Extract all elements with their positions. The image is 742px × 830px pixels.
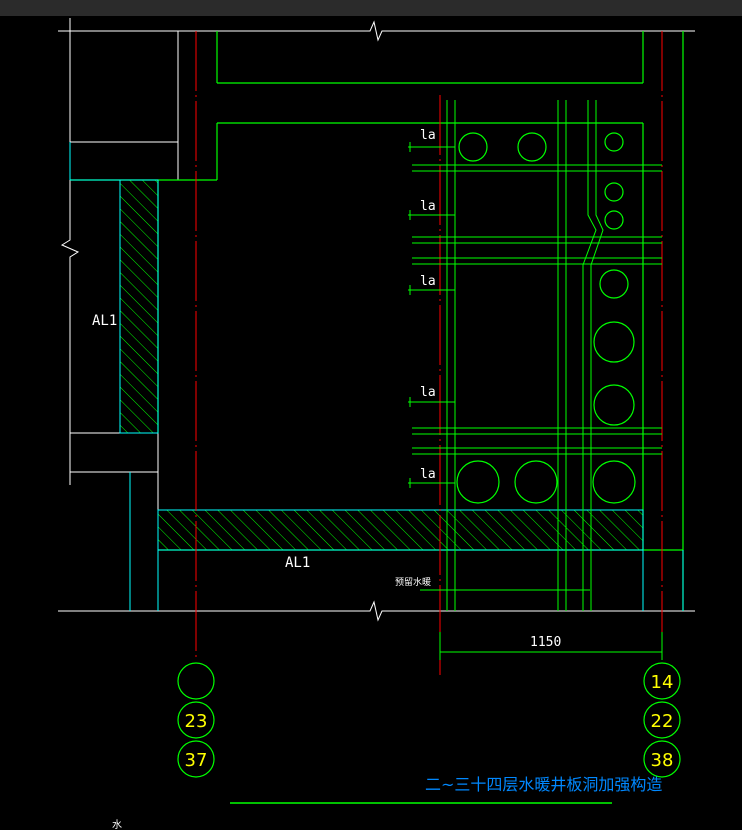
top-break-line	[58, 20, 695, 42]
la-label: la	[420, 467, 436, 482]
dimension-text: 1150	[530, 635, 561, 650]
wall-outline-left	[70, 31, 179, 510]
top-toolbar-strip	[0, 0, 742, 16]
al1-horizontal-hatch	[157, 509, 644, 551]
la-label: la	[420, 385, 436, 400]
al1-vertical-hatch	[119, 179, 159, 434]
al1-label-bottom: AL1	[285, 555, 310, 571]
dimension-line	[439, 632, 663, 660]
al1-label-left: AL1	[92, 313, 117, 329]
bottom-break-line	[58, 600, 695, 622]
axis-label-right-1: 14	[651, 672, 674, 693]
axis-label-left-3: 37	[185, 750, 208, 771]
axis-lines	[195, 31, 663, 675]
drawing-title: 二~三十四层水暖井板洞加强构造	[425, 775, 662, 794]
la-label: la	[420, 128, 436, 143]
break-lines	[58, 18, 695, 622]
la-labels: la la la la la	[420, 128, 436, 482]
left-break-line	[60, 18, 80, 485]
axis-label-right-2: 22	[651, 711, 674, 732]
la-label: la	[420, 274, 436, 289]
rebar-horizontal	[412, 164, 662, 591]
axis-bubbles-left: 23 37	[177, 662, 215, 778]
pipe-openings	[456, 132, 636, 504]
axis-label-left-2: 23	[185, 711, 208, 732]
note-small: 预留水暖	[395, 576, 431, 588]
corner-mark: 水	[112, 819, 122, 830]
axis-label-right-3: 38	[651, 750, 674, 771]
la-label: la	[420, 199, 436, 214]
la-markers	[408, 142, 455, 488]
axis-bubbles-right: 14 22 38	[643, 662, 681, 778]
